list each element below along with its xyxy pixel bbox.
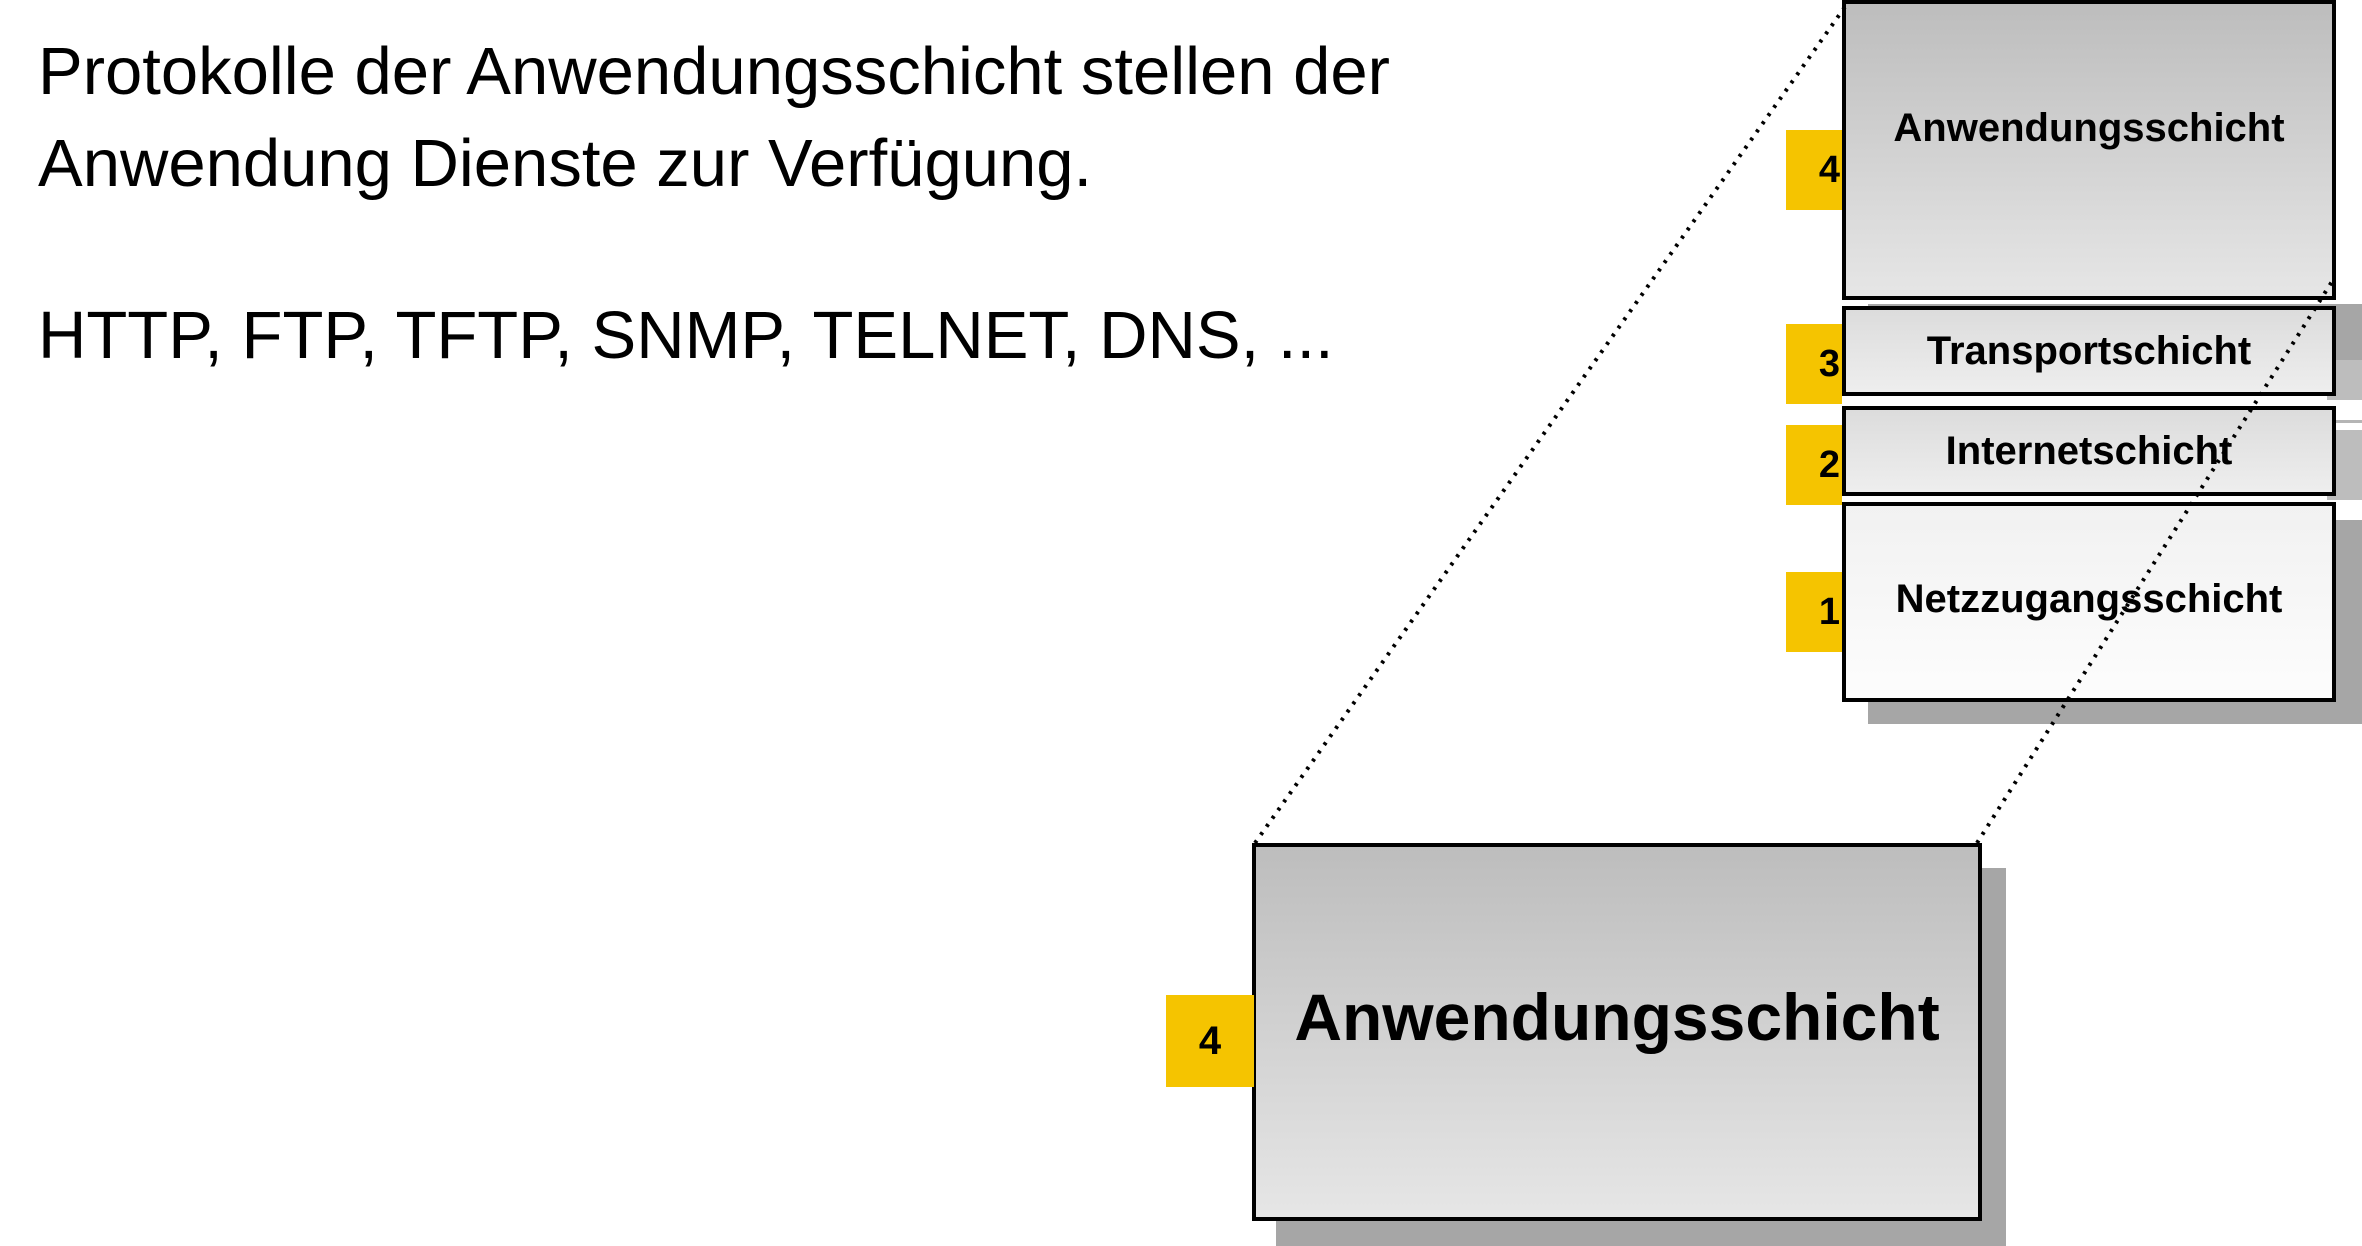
stack-layer-internet-badge: 2 <box>1786 425 1842 505</box>
zoomed-layer-badge: 4 <box>1166 995 1254 1087</box>
stack-layer-transport-label: Transportschicht <box>1926 328 2252 373</box>
protocol-list: HTTP, FTP, TFTP, SNMP, TELNET, DNS, ... <box>38 298 1334 373</box>
stack-layer-network-access: Netzzugangsschicht <box>1842 502 2336 702</box>
intro-line-2: Anwendung Dienste zur Verfügung. <box>38 126 1093 201</box>
stack-layer-application-label: Anwendungsschicht <box>1893 105 2285 150</box>
stack-layer-application: Anwendungsschicht <box>1842 0 2336 300</box>
stack-layer-transport-badge: 3 <box>1786 324 1842 404</box>
stack-layer-internet: Internetschicht <box>1842 406 2336 496</box>
stack-layer-transport: Transportschicht <box>1842 306 2336 396</box>
zoomed-layer-application-label: Anwendungsschicht <box>1294 980 1940 1054</box>
stack-layer-network-access-badge: 1 <box>1786 572 1842 652</box>
zoomed-layer-application: Anwendungsschicht <box>1252 843 1982 1221</box>
stack-layer-network-access-label: Netzzugangsschicht <box>1895 576 2283 621</box>
intro-text: Protokolle der Anwendungsschicht stellen… <box>38 26 1390 210</box>
stack-layer-internet-label: Internetschicht <box>1945 428 2233 473</box>
intro-line-1: Protokolle der Anwendungsschicht stellen… <box>38 34 1390 109</box>
stack-layer-application-badge: 4 <box>1786 130 1842 210</box>
stack-separator-2 <box>2327 420 2362 423</box>
